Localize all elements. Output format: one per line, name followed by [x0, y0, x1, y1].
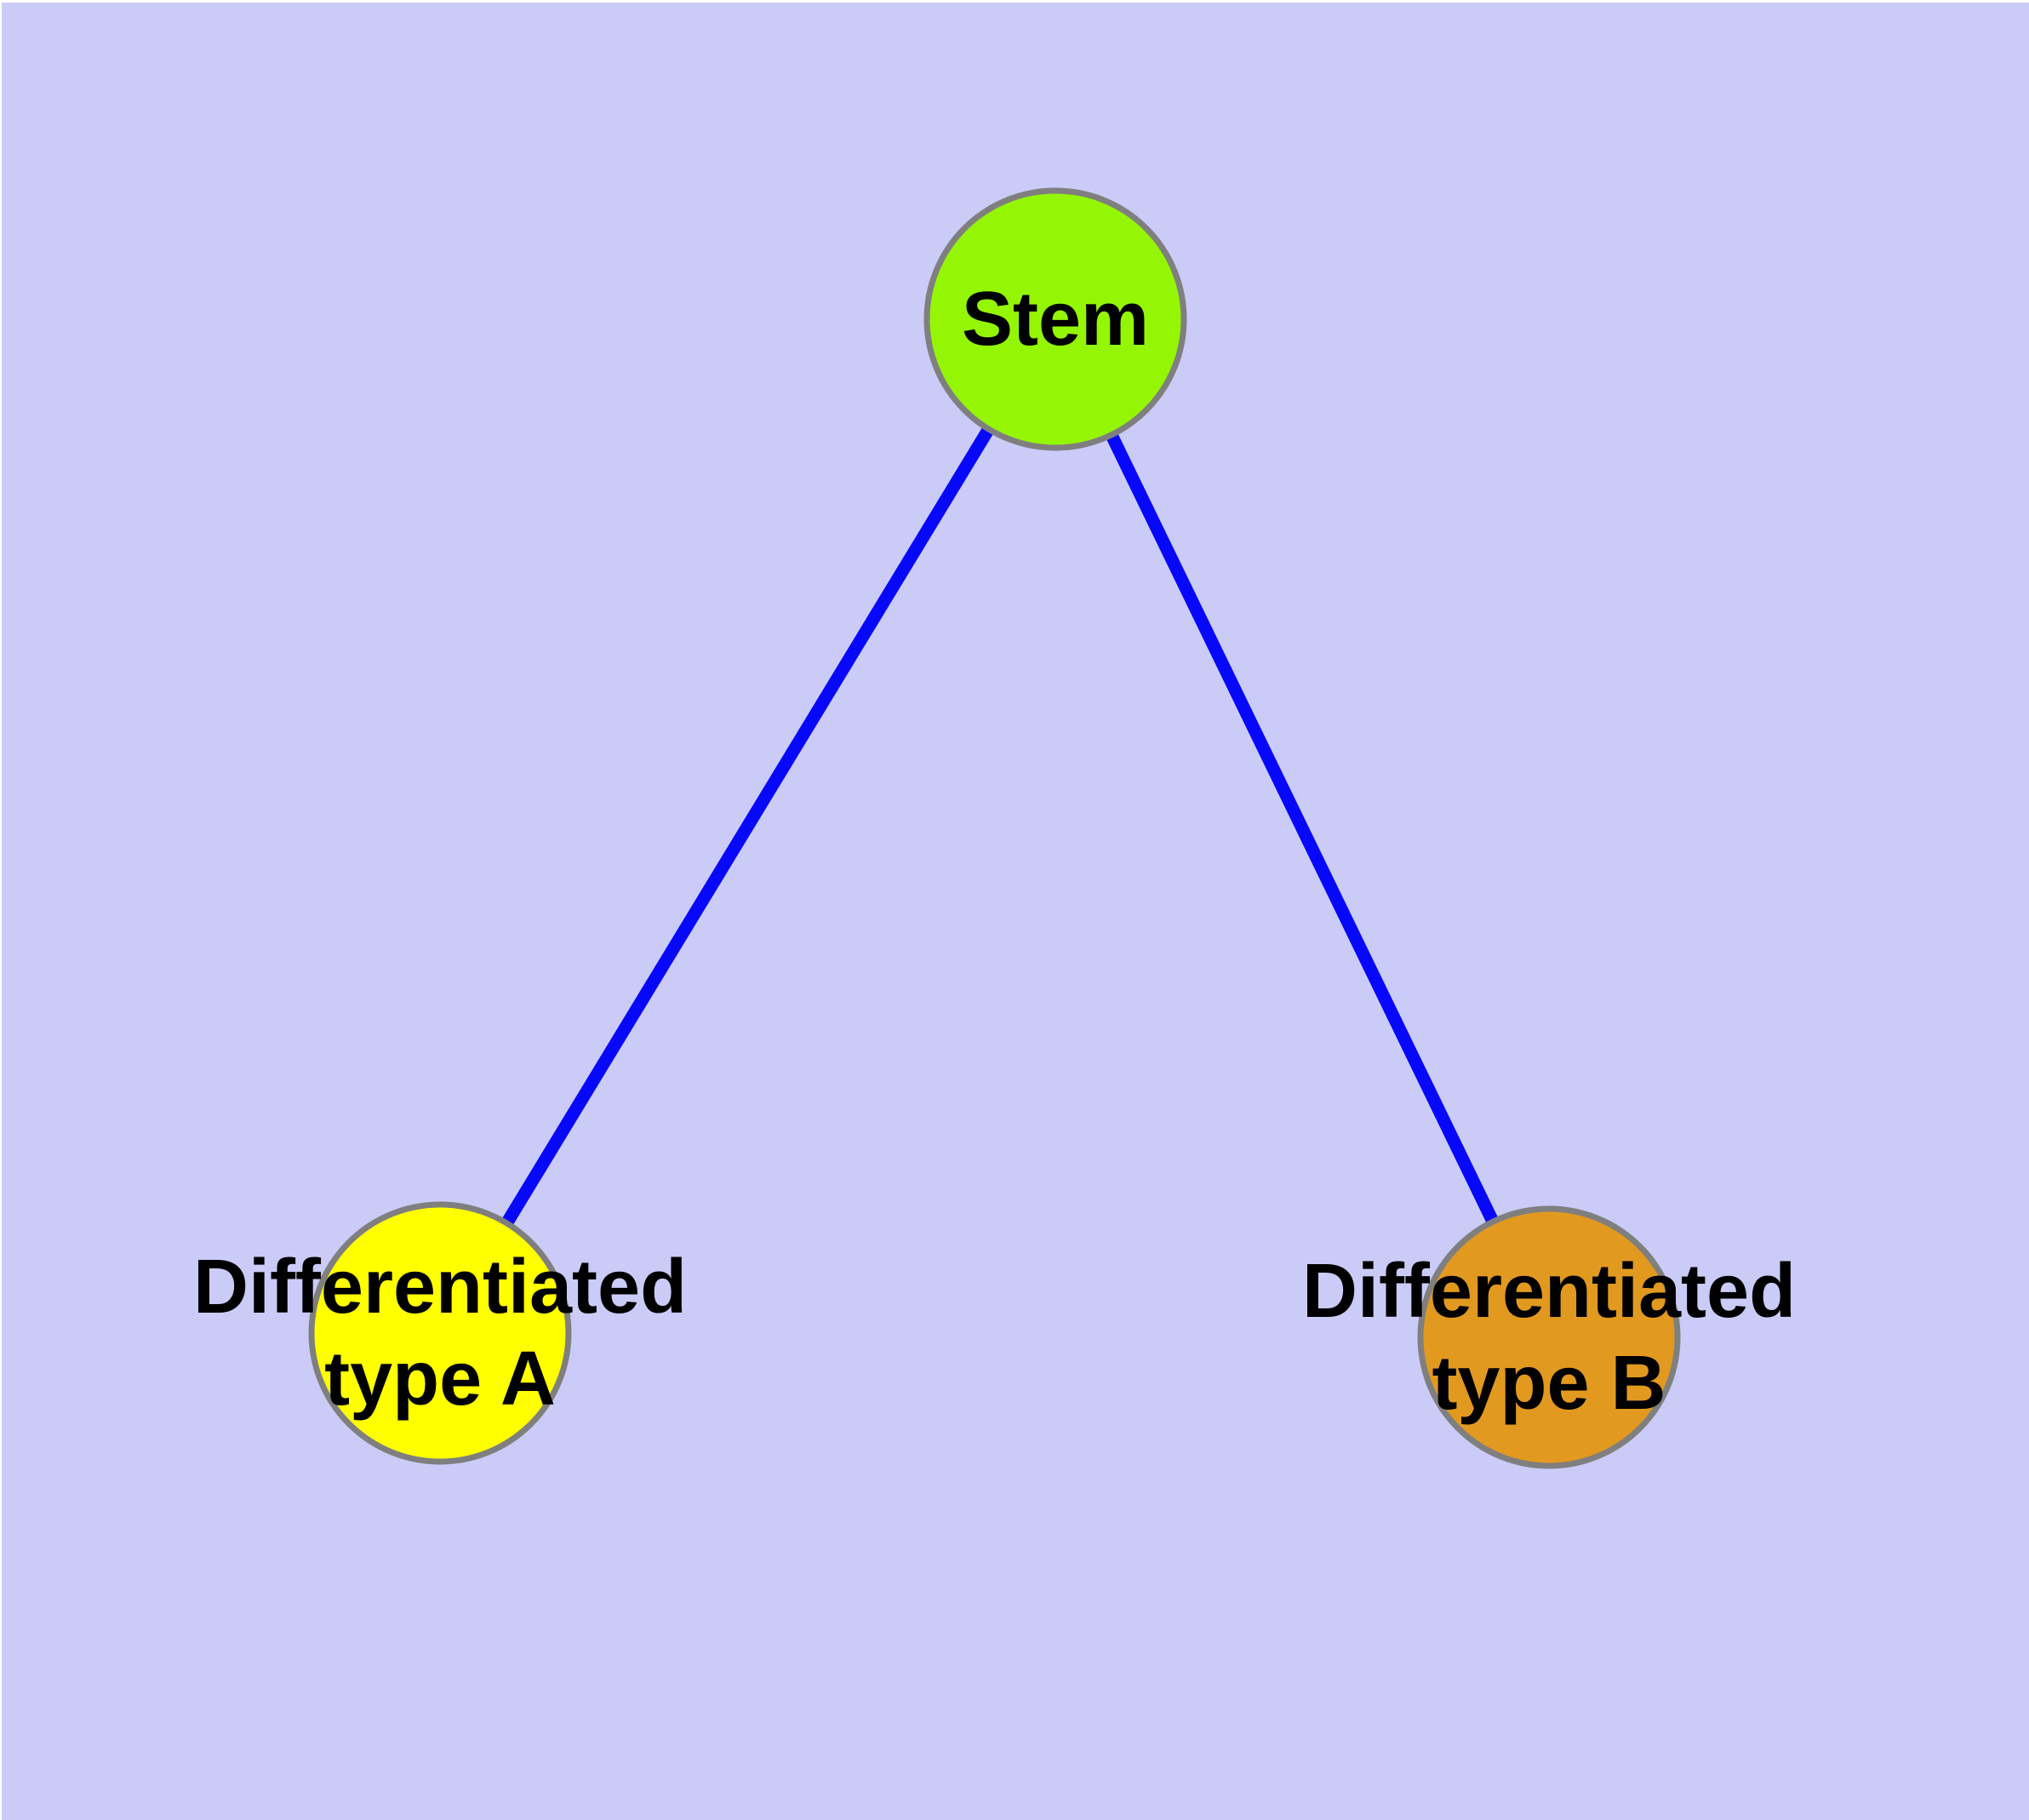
node-differentiated-type-a[interactable]: [308, 1201, 572, 1465]
edge-stem-to-type-b: [1049, 316, 1555, 1341]
node-differentiated-type-b[interactable]: [1417, 1205, 1681, 1469]
window-edge-highlight-left: [0, 0, 2, 1820]
edge-stem-to-type-a: [434, 316, 1061, 1336]
node-stem[interactable]: [923, 187, 1187, 451]
window-edge-highlight-top: [0, 0, 2029, 3]
